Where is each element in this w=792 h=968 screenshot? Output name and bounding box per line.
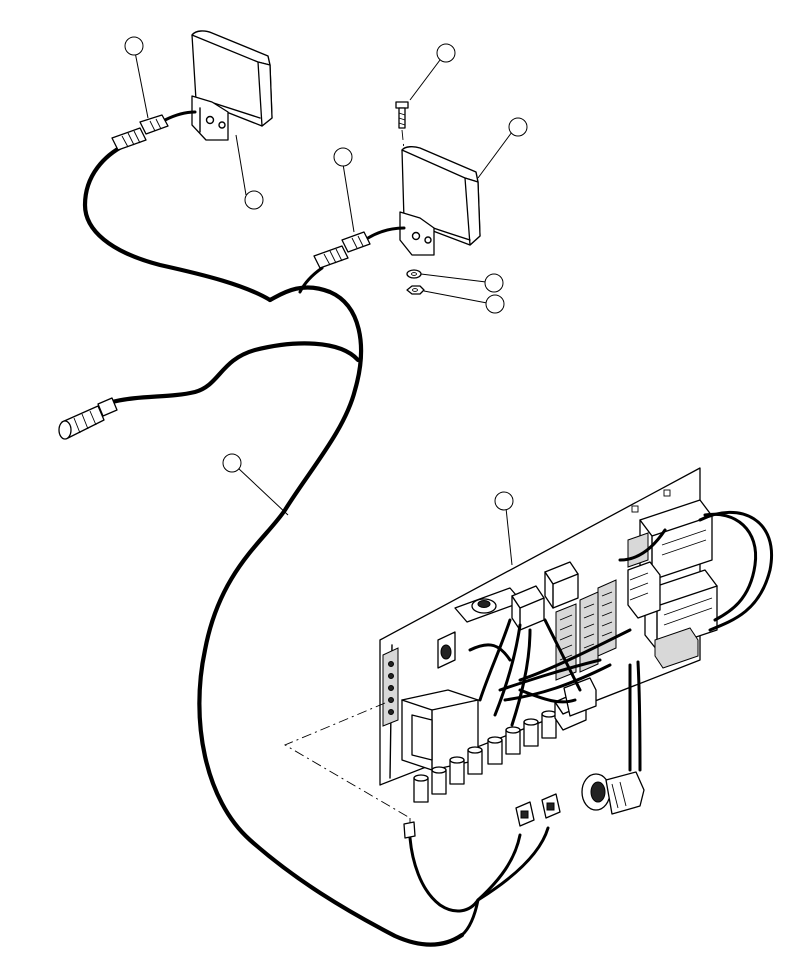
callout-4 — [508, 117, 528, 137]
callout-6 — [484, 273, 504, 293]
harness-connector-right — [313, 231, 371, 269]
callout-5 — [333, 147, 353, 167]
callout-1 — [124, 36, 144, 56]
callout-9 — [494, 491, 514, 511]
washer — [406, 269, 422, 279]
harness-connector-left — [111, 114, 169, 151]
module-connectors — [627, 499, 718, 669]
work-lamp-left — [191, 30, 273, 141]
main-harness-cable — [82, 140, 465, 947]
fuse-holders — [413, 710, 557, 803]
circular-plug — [58, 397, 118, 440]
relays — [511, 561, 597, 731]
callout-2 — [244, 190, 264, 210]
board-wiring — [468, 510, 773, 772]
nut — [406, 285, 425, 295]
bolt — [395, 101, 409, 151]
callouts — [124, 36, 528, 566]
relay-board — [379, 467, 718, 803]
callout-7 — [485, 294, 505, 314]
lower-branch — [403, 793, 561, 937]
callout-8 — [222, 453, 242, 473]
board-plug — [581, 771, 645, 815]
callout-3 — [436, 43, 456, 63]
work-lamp-right — [399, 145, 481, 256]
lamp-right-lead — [366, 226, 406, 240]
lamp-left-lead — [163, 110, 197, 122]
